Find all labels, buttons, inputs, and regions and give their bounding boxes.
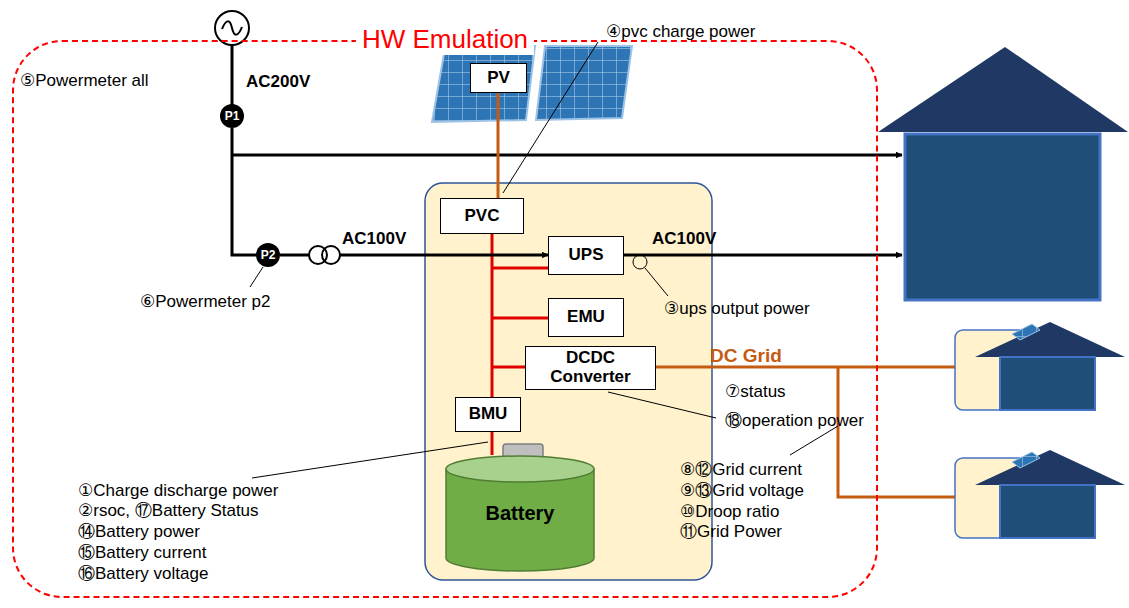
callout-label: ⑯Battery voltage (78, 564, 208, 584)
callout-label: ⑥Powermeter p2 (140, 292, 271, 312)
emu-box: EMU (548, 298, 624, 337)
node-text: BMU (469, 405, 508, 424)
solar-panel (432, 46, 535, 122)
callout-label: ④pvc charge power (606, 22, 755, 42)
wire-connector (491, 432, 494, 455)
sine-symbol (222, 21, 242, 34)
grid-title: DC Grid (710, 345, 782, 368)
solar-panel (536, 46, 632, 120)
node-text: DCDC Converter (526, 349, 655, 386)
node-text: PVC (465, 207, 500, 226)
callout-label: ⑧⑫Grid current (680, 460, 802, 480)
callout-label: ⑨⑬Grid voltage (680, 481, 804, 501)
leader-line (250, 267, 263, 287)
transformer-symbol (309, 246, 340, 264)
pvc-box: PVC (440, 198, 524, 234)
callout-label: ③ups output power (664, 299, 810, 319)
ups-box: UPS (548, 236, 624, 275)
node-text: P2 (261, 249, 276, 261)
node-text: Battery (486, 502, 555, 525)
wire-connector (232, 128, 256, 255)
callout-label: ⑱operation power (725, 411, 864, 431)
callout-label: ②rsoc, ⑰Battery Status (78, 501, 259, 521)
callout-label: ⑦status (725, 382, 786, 402)
callout-label: AC200V (246, 72, 310, 92)
callout-label: AC100V (342, 229, 406, 249)
house-body (905, 134, 1100, 300)
callout-label: ⑮Battery current (78, 543, 207, 563)
wire-connector (497, 93, 500, 198)
small-house (955, 450, 1125, 538)
node-text: P1 (225, 110, 240, 122)
node-text: PV (487, 69, 510, 88)
dcdc-box: DCDC Converter (525, 346, 656, 390)
callout-label: ⑤Powermeter all (20, 71, 149, 91)
dc-grid-line (651, 367, 955, 497)
leader-line (608, 392, 716, 418)
node-text: EMU (567, 308, 605, 327)
bmu-box: BMU (455, 397, 521, 432)
powermeter-circle: P2 (256, 243, 280, 267)
ac100-output (624, 254, 902, 257)
ac200-feed (232, 154, 902, 157)
leader-line (645, 268, 668, 296)
callout-label: ⑩Droop ratio (680, 502, 779, 522)
callout-label: ⑭Battery power (78, 522, 200, 542)
ac-wire (231, 45, 234, 105)
callout-label: ⑪Grid Power (680, 522, 782, 542)
small-house (955, 322, 1125, 410)
node-text: HW Emulation (356, 24, 534, 55)
house-roof (878, 47, 1128, 132)
battery-cylinder: Battery (445, 455, 595, 572)
powermeter-circle: P1 (220, 104, 244, 128)
callout-label: AC100V (652, 229, 716, 249)
node-text: UPS (569, 246, 604, 265)
pv-box: PV (470, 63, 527, 93)
wire-connector (491, 234, 494, 397)
callout-label: ①Charge discharge power (78, 481, 278, 501)
leader-ring (633, 255, 647, 269)
